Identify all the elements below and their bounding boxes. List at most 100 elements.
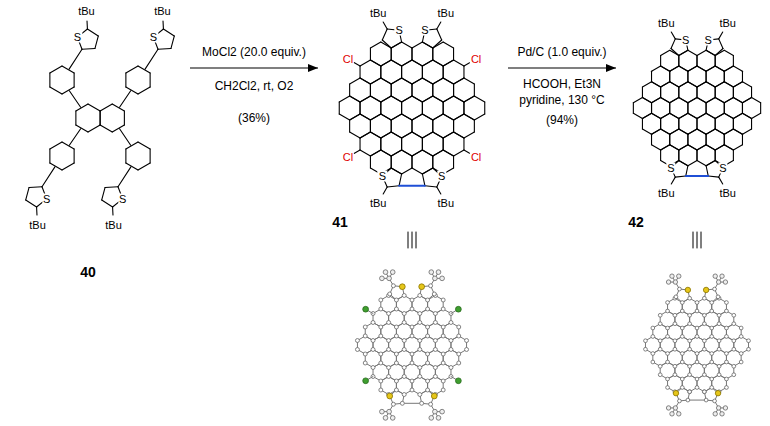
carbon-atom	[732, 339, 736, 343]
bond	[402, 60, 412, 66]
carbon-atom	[651, 326, 655, 330]
bond	[112, 104, 124, 111]
carbon-atom	[695, 309, 699, 313]
bond	[69, 91, 80, 108]
bond	[660, 119, 661, 130]
carbon-atom	[710, 352, 714, 356]
bond	[733, 113, 742, 118]
sulfur-atom	[685, 287, 690, 292]
bond	[706, 134, 707, 145]
carbon-atom	[420, 401, 424, 405]
bond	[454, 150, 464, 156]
carbon-atom	[651, 360, 655, 364]
carbon-atom	[702, 364, 706, 368]
bond	[370, 132, 380, 138]
bond	[661, 98, 670, 103]
carbon-atom	[710, 326, 714, 330]
bond	[391, 96, 401, 102]
structure-formula	[26, 21, 175, 215]
bond	[706, 103, 707, 114]
reagent-text: MoCl2 (20.0 equiv.)	[202, 46, 306, 58]
bond	[661, 82, 670, 87]
bond	[359, 102, 360, 114]
bond	[422, 96, 432, 102]
structure-formula	[339, 22, 484, 194]
bond	[715, 113, 724, 118]
bond	[412, 114, 422, 120]
bond	[671, 48, 679, 55]
bond	[464, 96, 474, 102]
bond	[678, 87, 679, 98]
carbon-atom	[673, 406, 677, 410]
carbon-atom	[666, 406, 670, 410]
bond	[706, 98, 715, 103]
bond	[145, 49, 158, 69]
carbon-atom	[465, 339, 469, 343]
bond	[443, 42, 453, 48]
bond	[687, 134, 688, 145]
bond	[719, 32, 723, 39]
carbon-atom	[716, 280, 720, 284]
bond	[126, 87, 138, 94]
bond	[670, 113, 679, 118]
bond	[696, 56, 697, 67]
bond	[733, 82, 742, 87]
bond	[359, 102, 360, 114]
carbon-atom	[410, 334, 414, 338]
carbon-atom	[380, 409, 385, 414]
bond	[391, 96, 401, 102]
bond	[49, 73, 50, 87]
bond	[742, 103, 743, 114]
bond	[443, 66, 444, 78]
atom-label: tBu	[153, 6, 172, 17]
bond	[433, 40, 442, 48]
bond	[126, 142, 138, 149]
bond	[411, 48, 412, 60]
carbon-atom	[725, 377, 729, 381]
bond	[715, 66, 724, 71]
carbon-atom	[387, 312, 391, 316]
carbon-atom	[713, 287, 717, 291]
bond	[696, 119, 697, 130]
bond	[138, 163, 150, 170]
carbon-atom	[432, 394, 436, 398]
carbon-atom	[666, 377, 670, 381]
bond	[412, 132, 422, 138]
carbon-atom	[383, 416, 388, 421]
bond	[706, 82, 715, 87]
carbon-atom	[426, 307, 430, 311]
carbon-atom	[677, 274, 681, 278]
crystal-structure	[355, 270, 468, 420]
bond	[422, 168, 432, 174]
bond	[651, 103, 652, 114]
bond	[370, 78, 380, 84]
bond	[381, 114, 391, 120]
bond	[670, 82, 679, 87]
bond	[715, 87, 716, 98]
bond	[412, 78, 422, 84]
bond	[706, 129, 715, 134]
bond	[661, 50, 670, 55]
bond	[76, 125, 88, 132]
bond	[751, 119, 752, 130]
bond	[661, 98, 670, 103]
atom-label: tBu	[718, 18, 737, 29]
bond	[706, 71, 707, 82]
carbon-atom	[429, 402, 433, 406]
bond	[642, 82, 651, 87]
bond	[422, 66, 423, 78]
bond	[50, 87, 62, 94]
carbon-atom	[400, 401, 404, 405]
bond	[380, 138, 381, 150]
bond	[359, 66, 360, 78]
carbon-atom	[394, 334, 398, 338]
carbon-atom	[379, 361, 383, 365]
carbon-atom	[710, 386, 714, 390]
bond	[733, 113, 742, 118]
carbon-atom	[433, 409, 438, 414]
carbon-atom	[695, 386, 699, 390]
bond	[422, 102, 423, 114]
bond	[391, 60, 401, 66]
bond	[360, 114, 370, 120]
